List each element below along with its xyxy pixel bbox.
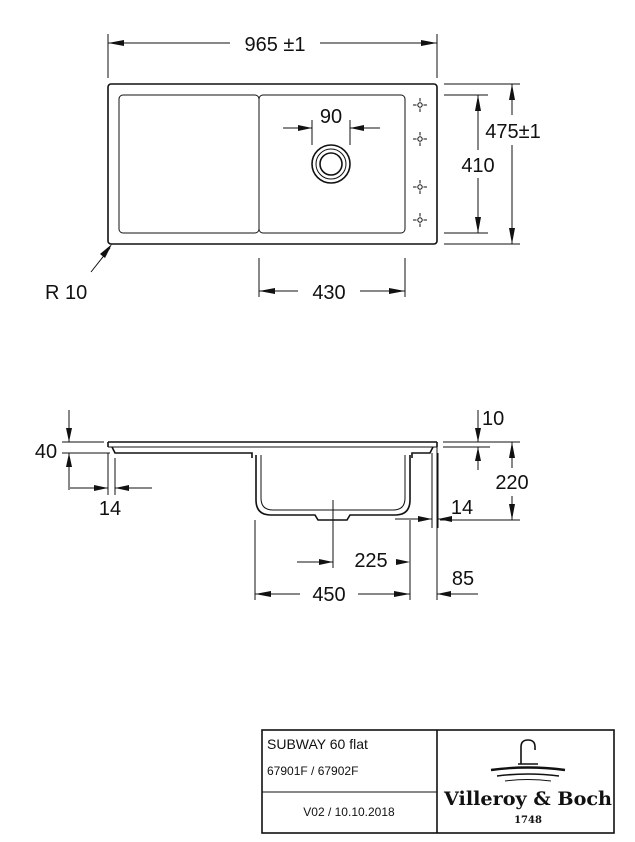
- article-numbers: 67901F / 67902F: [267, 764, 358, 778]
- dim-corner-radius-label: R 10: [45, 282, 87, 304]
- brand-name: Villeroy & Boch: [443, 788, 612, 810]
- dim-lip-offset-label: 14: [99, 498, 121, 520]
- dim-bowl-depth-label: 410: [461, 155, 494, 177]
- dim-bowl-height: 220: [440, 442, 529, 521]
- dim-overall-depth-label: 475±1: [485, 121, 540, 143]
- dim-overall-depth: 475±1: [444, 83, 541, 245]
- dim-bowl-width-label: 430: [312, 282, 345, 304]
- tap-hole-marker-icon: [413, 180, 427, 194]
- dim-bowl-depth: 410: [444, 94, 495, 234]
- dim-bowl-length: 450: [254, 520, 410, 606]
- title-block: SUBWAY 60 flat 67901F / 67902F V02 / 10.…: [261, 729, 615, 834]
- dim-drain-offset-label: 225: [354, 550, 387, 572]
- dim-bowl-width: 430: [258, 258, 406, 304]
- dim-overall-width-label: 965 ±1: [244, 34, 305, 56]
- tap-hole-marker-icon: [413, 213, 427, 227]
- tap-hole-markers: [413, 98, 427, 227]
- dim-wall-thickness: 14: [395, 453, 473, 528]
- version-date: V02 / 10.10.2018: [303, 805, 395, 819]
- product-name: SUBWAY 60 flat: [267, 736, 368, 752]
- brand-year: 1748: [514, 815, 542, 826]
- dim-rim-thickness-label: 10: [482, 408, 504, 430]
- dim-bowl-length-label: 450: [312, 584, 345, 606]
- dim-wall-thickness-label: 14: [451, 497, 473, 519]
- side-view: 40 14 10 220: [35, 408, 529, 606]
- dim-rim-height: 40: [35, 410, 110, 490]
- dim-end-offset-label: 85: [452, 568, 474, 590]
- dim-drain-diameter: 90: [283, 106, 380, 145]
- tap-hole-marker-icon: [413, 132, 427, 146]
- dim-lip-offset: 14: [70, 453, 152, 520]
- dim-drain-diameter-label: 90: [320, 106, 342, 128]
- dim-corner-radius: R 10: [45, 244, 112, 304]
- dim-overall-width: 965 ±1: [107, 34, 438, 78]
- sink-outline: [107, 83, 438, 245]
- dim-rim-thickness: 10: [443, 408, 520, 470]
- fountain-icon: [490, 739, 566, 782]
- dim-end-offset: 85: [436, 447, 478, 600]
- dim-bowl-height-label: 220: [495, 472, 528, 494]
- brand-logo: Villeroy & Boch 1748: [443, 739, 612, 826]
- drain-icon: [311, 144, 351, 184]
- drainboard-area: [118, 94, 260, 234]
- tap-hole-marker-icon: [413, 98, 427, 112]
- dim-drain-offset: 225: [297, 520, 411, 600]
- top-view: 965 ±1 90 430: [45, 34, 541, 304]
- bowl-outline: [258, 94, 406, 234]
- dim-rim-height-label: 40: [35, 441, 57, 463]
